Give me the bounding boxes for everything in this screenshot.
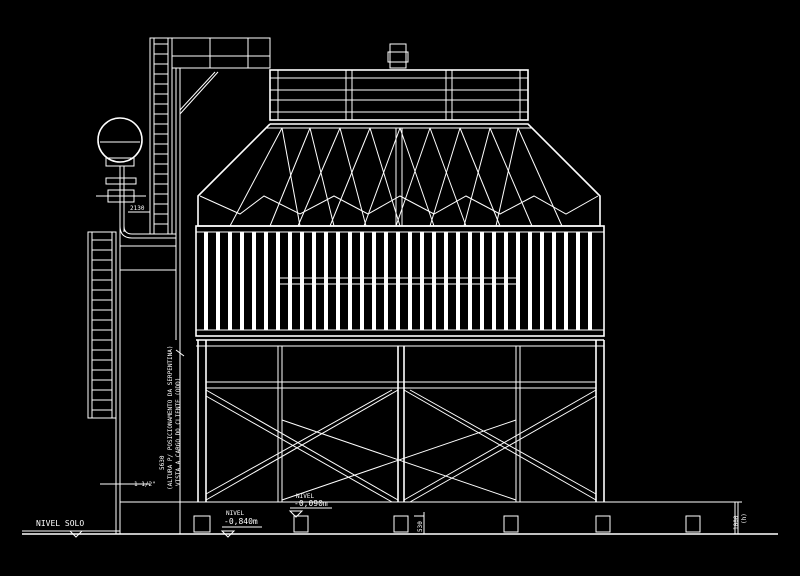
louver-slat [240, 232, 244, 330]
hood-rib [297, 127, 341, 227]
louver-slat [408, 232, 412, 330]
level-marker-solo: NIVEL SOLO [36, 519, 84, 538]
label-dim-right-unit: (h) [741, 513, 748, 524]
hood-rib [429, 127, 461, 227]
louver-slat [372, 232, 376, 330]
label-dim-2130: 2130 [130, 205, 145, 212]
louver-casing [195, 225, 605, 337]
label-dim-right: 1000 [733, 515, 740, 530]
louver-slat [312, 232, 316, 330]
louver-slat [300, 232, 304, 330]
hood-rib [229, 127, 283, 227]
louver-slat [516, 232, 520, 330]
louver-slat [348, 232, 352, 330]
label-nivel-left: NIVEL [226, 510, 244, 517]
label-nivel-left-value: -0,840m [224, 517, 258, 526]
label-vertical-note-2: VISTA A CARGO DO CLIENTE (ODD) [175, 378, 182, 486]
hood-rib [399, 127, 435, 227]
louver-slat [276, 232, 280, 330]
level-marker-left: NIVEL -0,840m [220, 510, 262, 538]
louver-slat [540, 232, 544, 330]
hood-rib [339, 127, 367, 227]
fan-stack [269, 43, 529, 121]
louver-slat [444, 232, 448, 330]
hood-rib [489, 127, 533, 227]
dimension-lines [100, 211, 742, 534]
hood-rib [459, 127, 501, 227]
louver-slat [228, 232, 232, 330]
louver-slat [216, 232, 220, 330]
label-vertical-note-1: (ALTURA P/ POSICIONAMENTO DA SERPENTINA) [167, 346, 174, 491]
label-nivel-solo: NIVEL SOLO [36, 519, 84, 528]
hood-rib [517, 127, 563, 227]
louver-slat [288, 232, 292, 330]
hood-rib [269, 127, 311, 227]
foundation-blocks [193, 515, 701, 533]
label-dim-5630: 5630 [159, 455, 166, 470]
label-nivel-mid: NIVEL [296, 493, 314, 500]
louver-slat [336, 232, 340, 330]
louver-slat [468, 232, 472, 330]
louver-slat [384, 232, 388, 330]
hood-rib [281, 127, 301, 227]
louver-slat [492, 232, 496, 330]
hood-rib [309, 127, 335, 227]
louver-slat [480, 232, 484, 330]
louver-slat [564, 232, 568, 330]
label-dim-small: 530 [417, 521, 424, 532]
louver-slat [504, 232, 508, 330]
louver-slat [576, 232, 580, 330]
hood-fold [199, 195, 599, 215]
hood-rib [329, 127, 371, 227]
louver-slat [324, 232, 328, 330]
motor-sphere [96, 117, 177, 271]
tower-hood [197, 123, 601, 227]
louver-slat [528, 232, 532, 330]
louver-slat [204, 232, 208, 330]
louver-slat [252, 232, 256, 330]
louver-slat [420, 232, 424, 330]
ground-line [22, 501, 778, 535]
label-dim-1-1-2: 1 1/2" [134, 481, 156, 488]
access-ladder [87, 231, 121, 534]
louver-slat [360, 232, 364, 330]
hood-rib [395, 127, 431, 227]
louver-slat [456, 232, 460, 330]
hood-rib [369, 127, 401, 227]
hood-rib [495, 127, 519, 227]
support-frame [196, 339, 605, 503]
label-nivel-mid-value: -0,090m [294, 499, 328, 508]
louver-slat [264, 232, 268, 330]
louver-slat [588, 232, 592, 330]
louver-slat [552, 232, 556, 330]
louver-slat [432, 232, 436, 330]
hood-rib [363, 127, 401, 227]
hood-rib [429, 127, 467, 227]
hood-rib [463, 127, 491, 227]
louver-slat [396, 232, 400, 330]
level-marker-mid: NIVEL -0,090m [288, 493, 332, 518]
